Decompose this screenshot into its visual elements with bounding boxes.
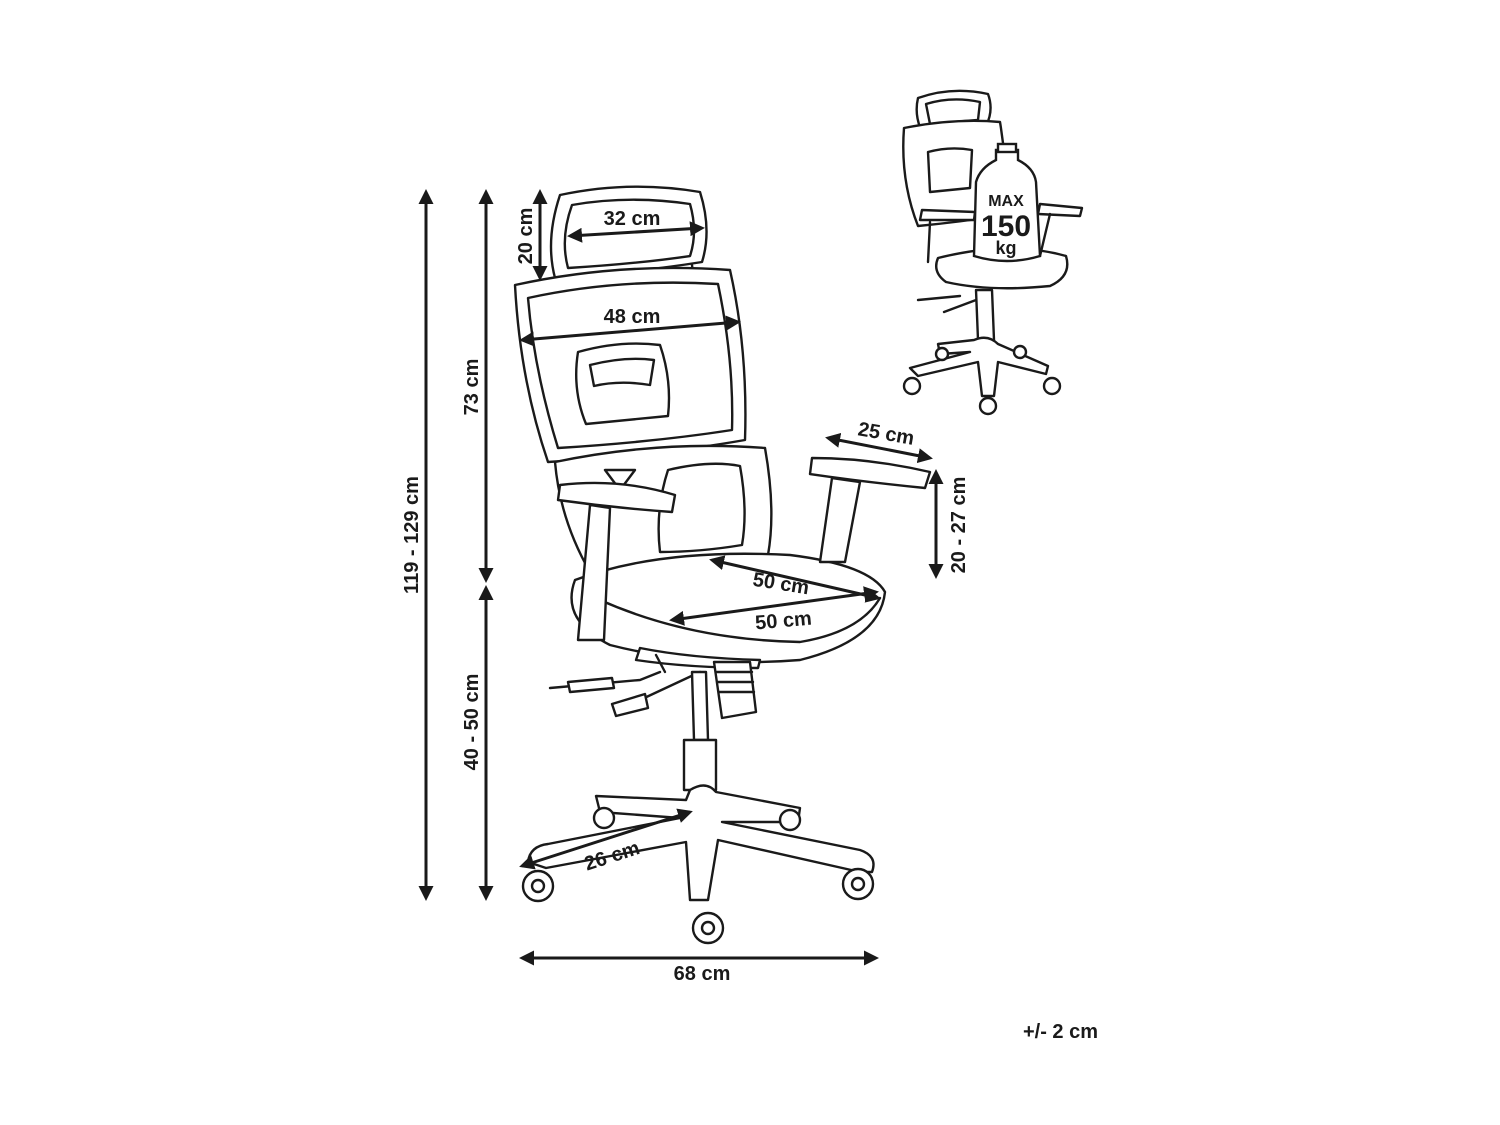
max-weight-line1: MAX — [988, 193, 1024, 210]
headrest-width-label: 32 cm — [604, 208, 661, 230]
base-width-label: 68 cm — [674, 963, 731, 985]
seat-height-label: 40 - 50 cm — [461, 674, 483, 771]
dimension-lines — [418, 189, 944, 966]
total-height-label: 119 - 129 cm — [401, 476, 423, 594]
max-weight-line3: kg — [995, 238, 1016, 258]
tolerance-note: +/- 2 cm — [1023, 1021, 1098, 1043]
seat-width-label: 50 cm — [754, 608, 812, 635]
right-armrest — [808, 456, 932, 490]
backrest-height-label: 73 cm — [461, 359, 483, 416]
left-armrest — [556, 481, 677, 514]
max-weight-line2: 150 — [981, 210, 1031, 243]
chair-illustration — [513, 185, 932, 945]
headrest-height-label: 20 cm — [515, 208, 537, 265]
backrest-width-label: 48 cm — [604, 306, 661, 328]
max-weight-badge: MAX 150 kg — [972, 142, 1042, 263]
star-base — [526, 784, 875, 902]
armrest-height-label: 20 - 27 cm — [948, 477, 970, 574]
